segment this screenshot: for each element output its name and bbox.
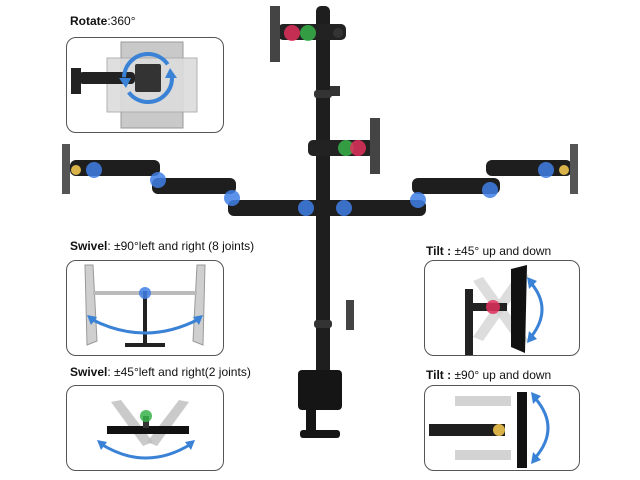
tilt-45-value: ±45° up and down	[451, 244, 552, 258]
swivel-8-label: Swivel: ±90°left and right (8 joints)	[70, 239, 254, 253]
center-pole	[316, 6, 330, 390]
swivel-2-label: Swivel: ±45°left and right(2 joints)	[70, 365, 251, 379]
right-upper-arm	[486, 160, 572, 176]
tilt-45-label: Tilt : ±45° up and down	[426, 244, 551, 258]
tilt-90-panel	[424, 385, 580, 471]
top-mount-arm	[278, 24, 346, 40]
right-lower-arm	[322, 200, 426, 216]
tilt-45-panel	[424, 260, 580, 356]
left-middle-arm	[152, 178, 236, 194]
rotate-illustration	[71, 41, 198, 129]
swivel-8-value: : ±90°left and right (8 joints)	[107, 239, 255, 253]
swivel-8-illustration	[84, 264, 206, 347]
tilt-90-label: Tilt : ±90° up and down	[426, 368, 551, 382]
swivel-2-illustration	[97, 400, 195, 460]
swivel-8-title: Swivel	[70, 239, 108, 253]
rotate-value: :360°	[107, 14, 136, 28]
right-middle-arm	[412, 178, 500, 194]
rotate-title: Rotate	[70, 14, 108, 28]
rotate-label: Rotate:360°	[70, 14, 136, 28]
left-lower-arm	[228, 200, 328, 216]
tilt-45-title: Tilt :	[426, 244, 452, 258]
swivel-2-panel	[66, 385, 224, 471]
tilt-90-illustration	[429, 392, 550, 468]
rotate-panel	[66, 37, 224, 133]
swivel-8-panel	[66, 260, 224, 356]
left-upper-arm	[70, 160, 160, 176]
desk-clamp	[298, 370, 342, 410]
swivel-2-title: Swivel	[70, 365, 108, 379]
tilt-45-illustration	[465, 265, 544, 355]
swivel-2-value: : ±45°left and right(2 joints)	[107, 365, 251, 379]
middle-mount-arm	[308, 140, 374, 156]
tilt-90-value: ±90° up and down	[451, 368, 552, 382]
tilt-90-title: Tilt :	[426, 368, 452, 382]
